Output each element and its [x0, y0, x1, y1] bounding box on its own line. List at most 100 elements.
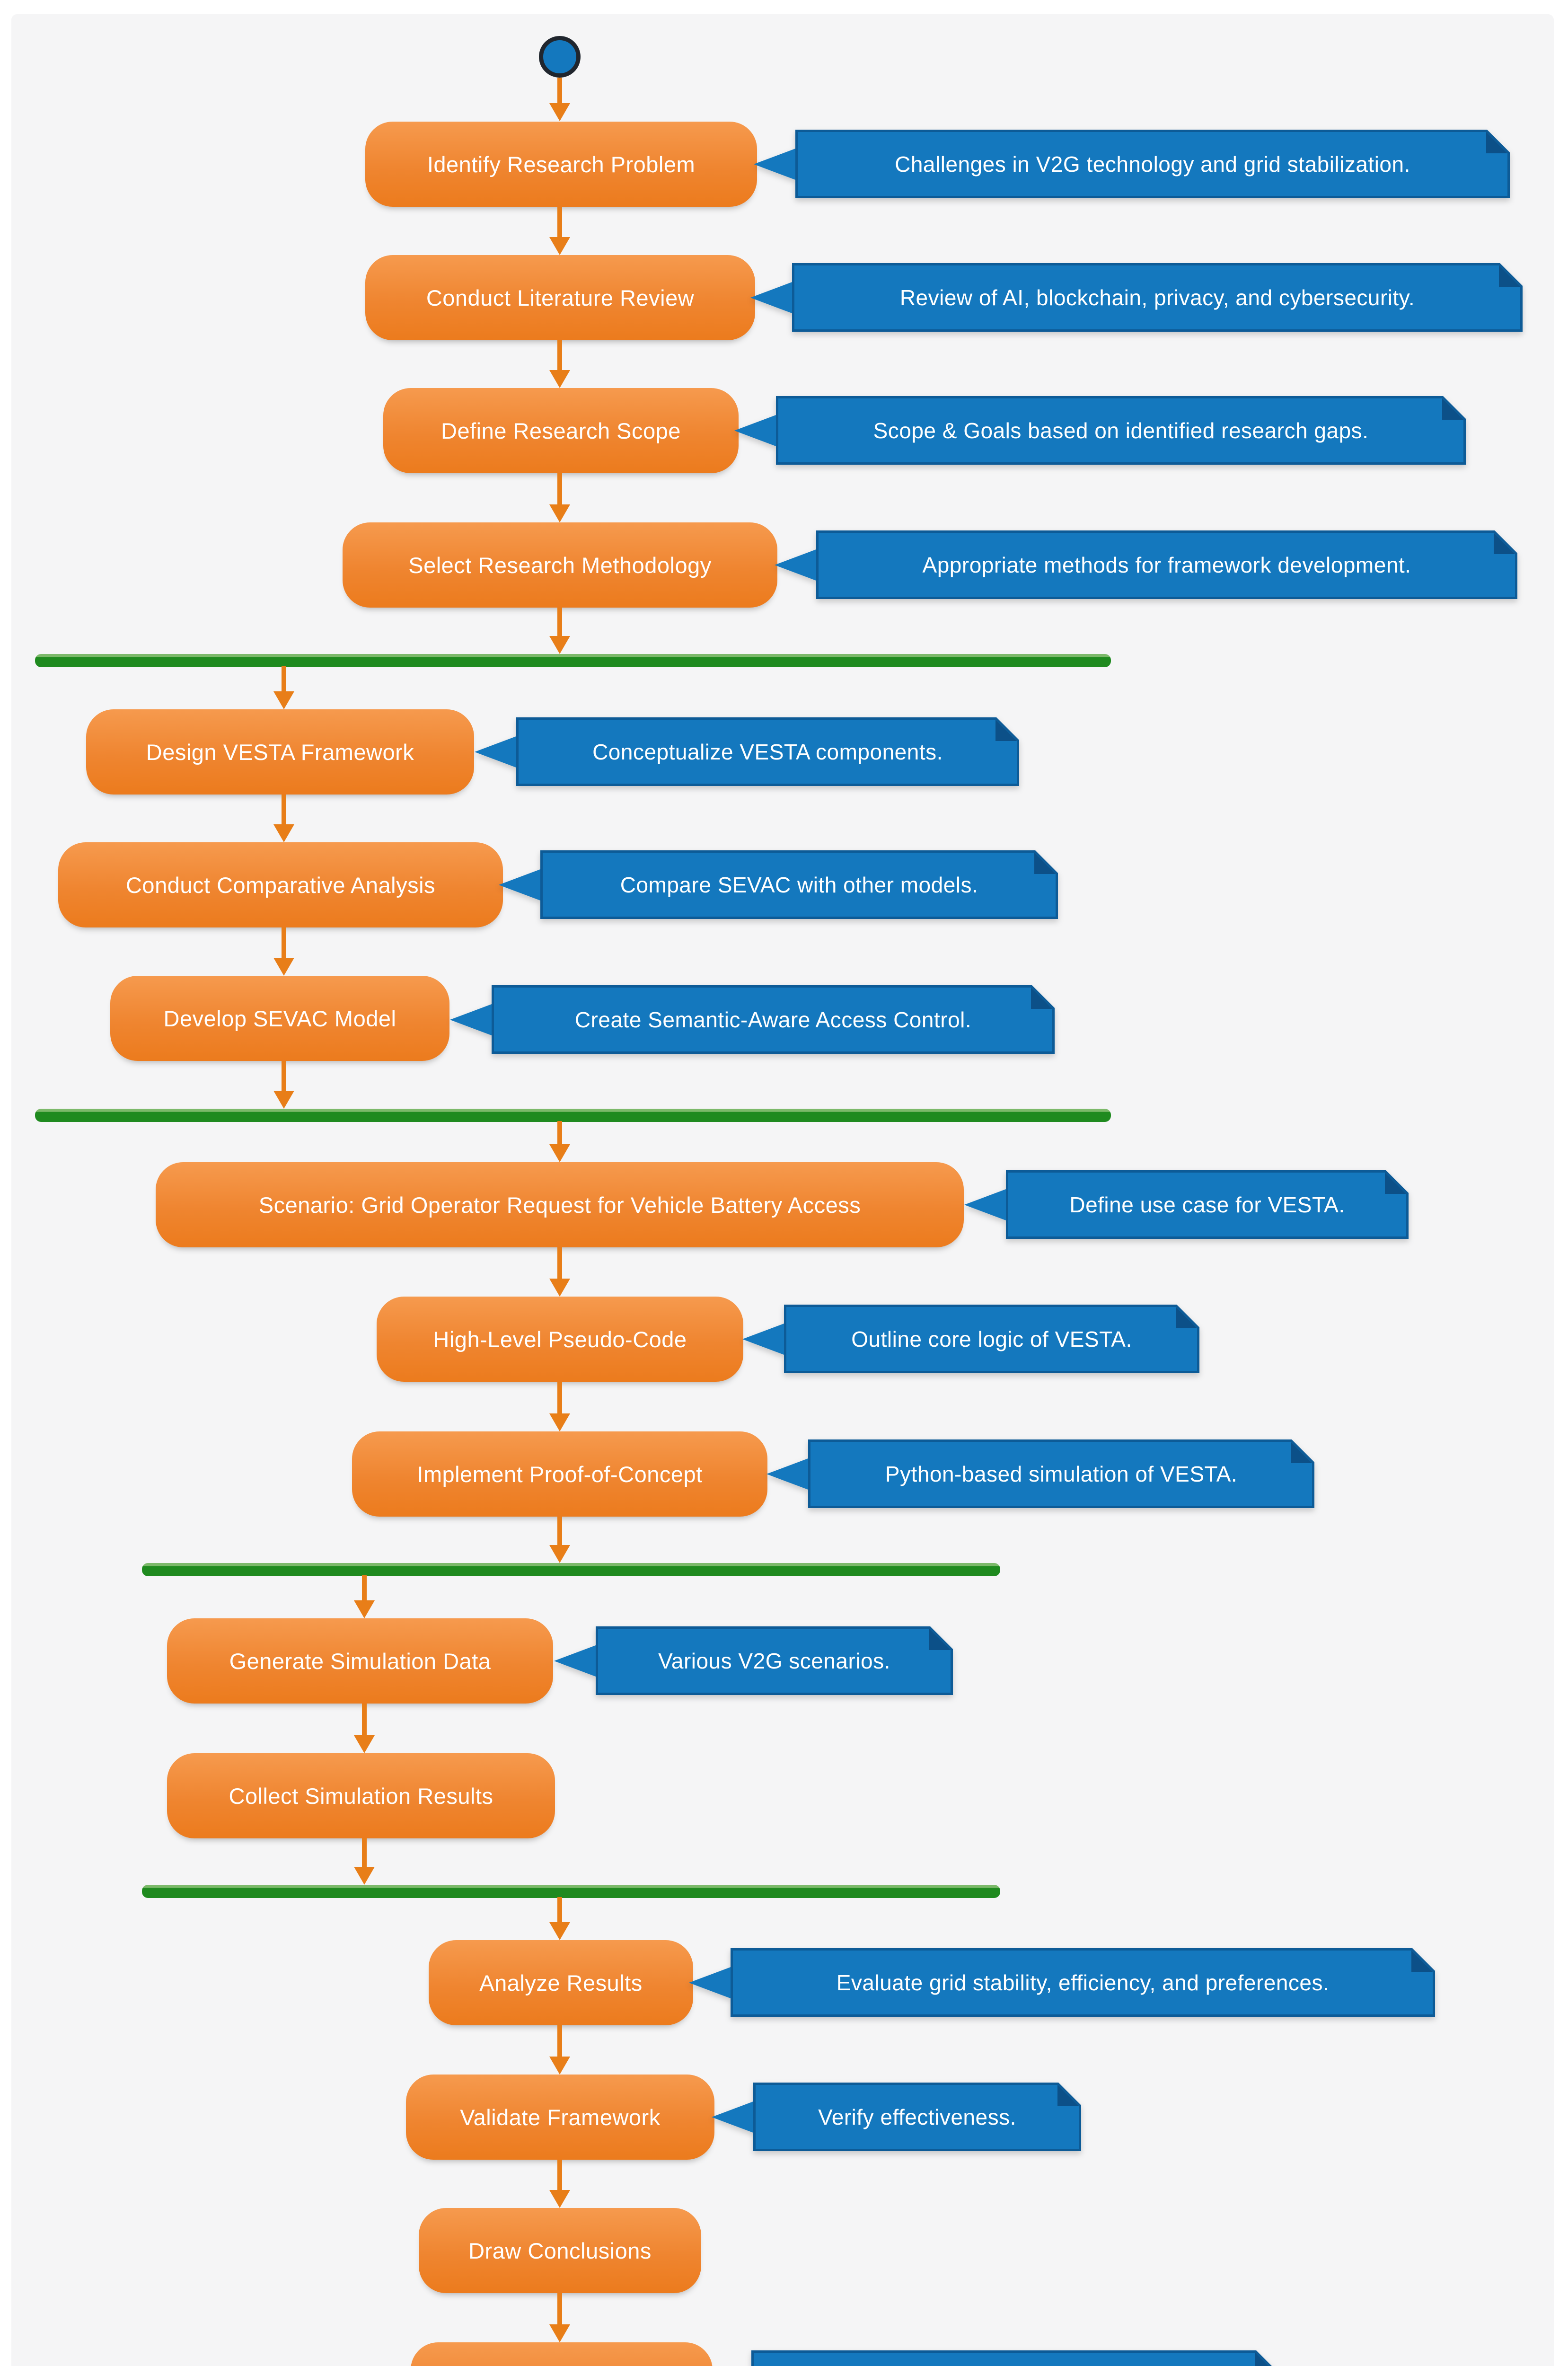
note-various-v2g-scenarios: Various V2G scenarios.	[554, 1626, 953, 1695]
note-potential-areas: Potential areas for further research.	[751, 2350, 1279, 2366]
flow-arrow	[549, 1517, 570, 1563]
note-fold-icon	[1031, 988, 1052, 1009]
note-text: Various V2G scenarios.	[658, 1648, 890, 1673]
fork-bar	[35, 654, 1111, 667]
fork-bar	[142, 1563, 1000, 1576]
flow-arrow	[549, 207, 570, 255]
note-outline-core-logic: Outline core logic of VESTA.	[742, 1305, 1199, 1373]
activity-draw-conclusions: Draw Conclusions	[419, 2208, 701, 2293]
activity-high-level-pseudo-code: High-Level Pseudo-Code	[377, 1297, 743, 1382]
note-pointer	[689, 1967, 731, 1998]
note-pointer	[775, 549, 816, 581]
activity-label: Implement Proof-of-Concept	[417, 1461, 703, 1487]
activity-label: Analyze Results	[479, 1970, 643, 1995]
start-node	[539, 36, 581, 78]
note-text: Review of AI, blockchain, privacy, and c…	[899, 285, 1415, 310]
note-fold-icon	[995, 720, 1017, 741]
note-pointer	[554, 1645, 596, 1677]
note-fold-icon	[1499, 265, 1520, 287]
note-text: Conceptualize VESTA components.	[592, 739, 943, 764]
note-text: Compare SEVAC with other models.	[620, 872, 978, 897]
note-evaluate-grid-stability: Evaluate grid stability, efficiency, and…	[689, 1948, 1435, 2017]
note-scope-goals: Scope & Goals based on identified resear…	[734, 396, 1466, 465]
activity-develop-sevac-model: Develop SEVAC Model	[110, 976, 449, 1061]
note-pointer	[742, 1323, 784, 1355]
note-text: Evaluate grid stability, efficiency, and…	[836, 1970, 1330, 1995]
note-pointer	[750, 282, 792, 313]
note-pointer	[712, 2101, 753, 2133]
join-bar	[35, 1109, 1111, 1122]
activity-scenario-grid-operator-request: Scenario: Grid Operator Request for Vehi…	[156, 1162, 964, 1247]
note-fold-icon	[1486, 132, 1507, 153]
note-fold-icon	[1291, 1442, 1312, 1463]
activity-identify-future-work: Identify Future Work	[411, 2342, 713, 2366]
activity-implement-proof-of-concept: Implement Proof-of-Concept	[352, 1431, 767, 1517]
note-create-semantic-aware: Create Semantic-Aware Access Control.	[450, 985, 1055, 1054]
activity-label: Collect Simulation Results	[229, 1783, 493, 1809]
note-fold-icon	[1442, 398, 1463, 420]
flow-arrow	[549, 473, 570, 522]
note-text: Verify effectiveness.	[818, 2104, 1016, 2129]
note-pointer	[734, 415, 776, 446]
note-conceptualize-vesta: Conceptualize VESTA components.	[475, 717, 1019, 786]
activity-label: Design VESTA Framework	[146, 739, 414, 765]
note-fold-icon	[1057, 2085, 1079, 2106]
activity-collect-simulation-results: Collect Simulation Results	[167, 1753, 555, 1838]
flow-arrow	[354, 1704, 375, 1753]
activity-conduct-comparative-analysis: Conduct Comparative Analysis	[58, 842, 503, 927]
note-text: Create Semantic-Aware Access Control.	[574, 1007, 972, 1032]
note-text: Appropriate methods for framework develo…	[922, 552, 1411, 577]
activity-label: Draw Conclusions	[468, 2238, 652, 2263]
note-text: Define use case for VESTA.	[1069, 1192, 1345, 1217]
activity-label: Define Research Scope	[441, 418, 681, 443]
flow-arrow	[354, 1575, 375, 1618]
note-challenges-v2g: Challenges in V2G technology and grid st…	[754, 130, 1510, 198]
activity-validate-framework: Validate Framework	[406, 2075, 714, 2160]
activity-label: Conduct Comparative Analysis	[125, 872, 436, 898]
flow-arrow	[273, 927, 294, 976]
note-pointer	[766, 1458, 808, 1490]
activity-conduct-literature-review: Conduct Literature Review	[365, 255, 755, 340]
flow-arrow	[549, 2025, 570, 2075]
flow-arrow	[549, 1121, 570, 1162]
note-fold-icon	[1385, 1173, 1406, 1194]
activity-design-vesta-framework: Design VESTA Framework	[86, 709, 474, 795]
activity-label: Select Research Methodology	[408, 552, 712, 578]
note-fold-icon	[1494, 533, 1515, 554]
note-text: Outline core logic of VESTA.	[851, 1326, 1132, 1351]
join-bar	[142, 1885, 1000, 1898]
note-text: Challenges in V2G technology and grid st…	[895, 151, 1410, 177]
note-fold-icon	[1176, 1307, 1197, 1328]
flow-arrow	[273, 795, 294, 842]
activity-label: High-Level Pseudo-Code	[433, 1326, 687, 1352]
note-pointer	[475, 736, 516, 768]
note-pointer	[964, 1189, 1006, 1220]
note-pointer	[450, 1004, 492, 1035]
note-text: Scope & Goals based on identified resear…	[873, 418, 1369, 443]
flow-arrow	[354, 1838, 375, 1885]
note-fold-icon	[1034, 853, 1056, 874]
flow-arrow	[549, 1897, 570, 1940]
activity-select-research-methodology: Select Research Methodology	[343, 522, 777, 608]
flow-arrow	[549, 2293, 570, 2342]
note-pointer	[754, 148, 795, 180]
flow-arrow	[549, 340, 570, 388]
flow-arrow	[549, 608, 570, 654]
flow-arrow	[273, 1061, 294, 1109]
flow-arrow	[549, 1382, 570, 1431]
flow-arrow	[273, 666, 294, 709]
flow-arrow	[549, 1247, 570, 1297]
activity-label: Conduct Literature Review	[426, 285, 695, 310]
activity-define-research-scope: Define Research Scope	[383, 388, 739, 473]
activity-label: Identify Research Problem	[427, 151, 696, 177]
note-fold-icon	[929, 1629, 951, 1650]
note-fold-icon	[1411, 1951, 1433, 1972]
flow-arrow	[549, 2160, 570, 2208]
activity-label: Validate Framework	[460, 2104, 661, 2130]
activity-identify-research-problem: Identify Research Problem	[365, 122, 757, 207]
note-review-of-ai: Review of AI, blockchain, privacy, and c…	[750, 263, 1523, 332]
note-define-use-case: Define use case for VESTA.	[964, 1170, 1409, 1239]
note-compare-sevac: Compare SEVAC with other models.	[499, 850, 1058, 919]
activity-label: Develop SEVAC Model	[163, 1006, 396, 1031]
